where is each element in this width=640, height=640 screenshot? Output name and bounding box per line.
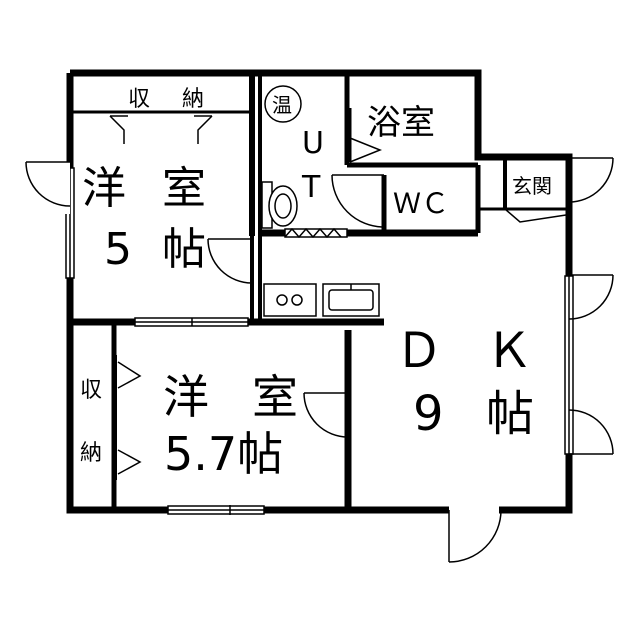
entrance-label: 玄関 [512,174,552,198]
doors [25,108,614,563]
room5-label-2a: 5 [104,224,132,275]
door-bath [348,108,383,163]
dk-label-1b: Ｋ [485,323,533,379]
water-heater [264,85,302,123]
room-labels: 収 納 洋 室 5 帖 温 U T 浴室 ＷＣ 玄関 収 納 洋 室 5.7帖 … [80,87,552,481]
heater-badge: 温 [272,93,292,117]
door-utility [331,174,385,228]
room5-label-1b: 室 [162,163,206,214]
door-room57 [303,392,349,438]
fixtures [261,85,380,317]
dk-label-2a: 9 [413,386,444,442]
room5-label-2b: 帖 [162,224,206,275]
closet-doors [109,115,213,480]
storage-left-char2: 納 [80,441,102,466]
door-room5 [207,238,253,284]
wc-label: ＷＣ [393,187,449,220]
door-entrance [568,157,614,203]
door-east-1 [568,274,614,320]
room57-label-1a: 洋 [163,370,209,424]
utility-u: U [302,126,324,161]
stove [263,283,317,317]
storage-left-char1: 収 [80,378,102,403]
door-west-room [25,161,71,214]
sink [322,283,380,317]
dk-label-2b: 帖 [486,386,534,442]
bath-label: 浴室 [367,103,435,143]
room5-label-1a: 洋 [82,163,126,214]
toilet-fixture [261,181,298,229]
door-south [448,506,502,563]
door-entrance-step [504,208,567,223]
storage-top-char1: 収 [128,87,150,112]
utility-t: T [301,170,321,205]
door-east-2 [568,409,614,455]
vent-strip [284,227,348,239]
room57-label-1b: 室 [252,370,298,424]
dk-label-1a: Ｄ [395,323,443,379]
room57-label-2: 5.7帖 [164,427,283,481]
storage-top-char2: 納 [182,87,204,112]
